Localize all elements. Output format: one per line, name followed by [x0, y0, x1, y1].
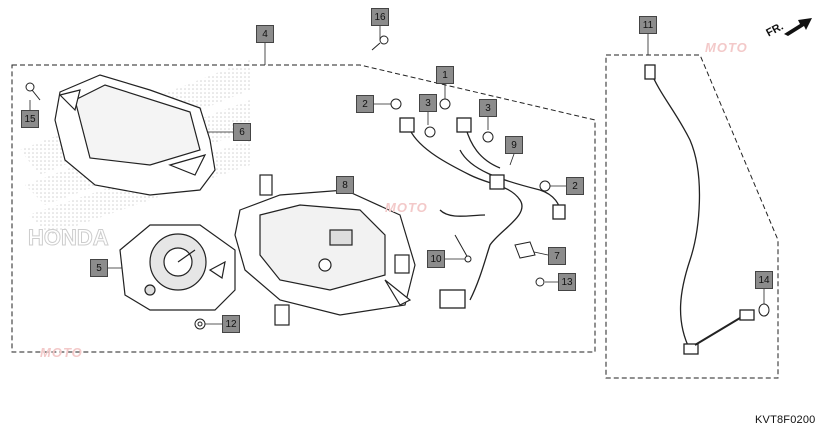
callout-1[interactable]: 1: [436, 66, 454, 84]
watermark: MOTO: [705, 40, 748, 55]
callout-9[interactable]: 9: [505, 136, 523, 154]
callout-2b[interactable]: 2: [566, 177, 584, 195]
callout-3a[interactable]: 3: [419, 94, 437, 112]
wire-harness-9: [399, 117, 566, 309]
ring-14: [758, 303, 770, 317]
watermark: MOTO: [40, 345, 83, 360]
meter-panel-5: [119, 224, 236, 311]
misc-fasteners: [454, 234, 545, 287]
callout-7[interactable]: 7: [548, 247, 566, 265]
screw-15: [25, 82, 41, 101]
callout-13[interactable]: 13: [558, 273, 576, 291]
callout-4[interactable]: 4: [256, 25, 274, 43]
svg-text:HONDA: HONDA: [28, 225, 109, 250]
speedometer-cable-11: [644, 64, 755, 355]
callout-14[interactable]: 14: [755, 271, 773, 289]
front-direction-arrow-icon: [784, 18, 812, 36]
callout-8[interactable]: 8: [336, 176, 354, 194]
callout-11[interactable]: 11: [639, 16, 657, 34]
callout-10[interactable]: 10: [427, 250, 445, 268]
callout-6[interactable]: 6: [233, 123, 251, 141]
watermark: MOTO: [385, 200, 428, 215]
diagram-code: KVT8F0200: [755, 414, 816, 426]
meter-cover-6: [54, 74, 216, 196]
bulbs-sockets: [390, 98, 551, 192]
screw-16: [371, 35, 389, 51]
meter-case-8: [234, 174, 416, 326]
callout-2a[interactable]: 2: [356, 95, 374, 113]
assembly-outline-right: [605, 54, 779, 379]
callout-15[interactable]: 15: [21, 110, 39, 128]
callout-12[interactable]: 12: [222, 315, 240, 333]
screw-12: [194, 318, 206, 330]
callout-3b[interactable]: 3: [479, 99, 497, 117]
callout-5[interactable]: 5: [90, 259, 108, 277]
assembly-outline-left: [11, 64, 596, 353]
callout-16[interactable]: 16: [371, 8, 389, 26]
